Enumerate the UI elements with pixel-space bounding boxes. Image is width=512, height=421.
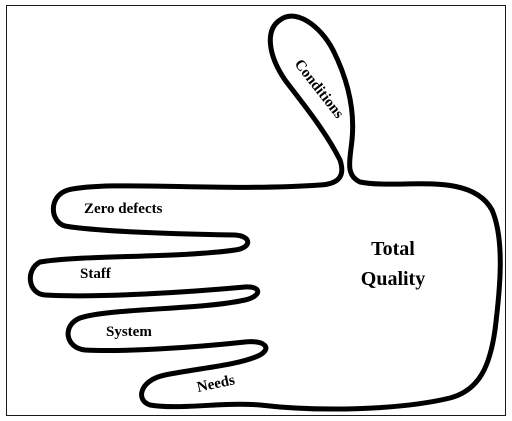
center-label-line1: Total xyxy=(371,238,415,260)
finger-label-index: Zero defects xyxy=(84,201,163,217)
finger-label-ring: System xyxy=(106,324,152,340)
center-label-line2: Quality xyxy=(361,268,425,290)
finger-label-middle: Staff xyxy=(80,266,112,282)
